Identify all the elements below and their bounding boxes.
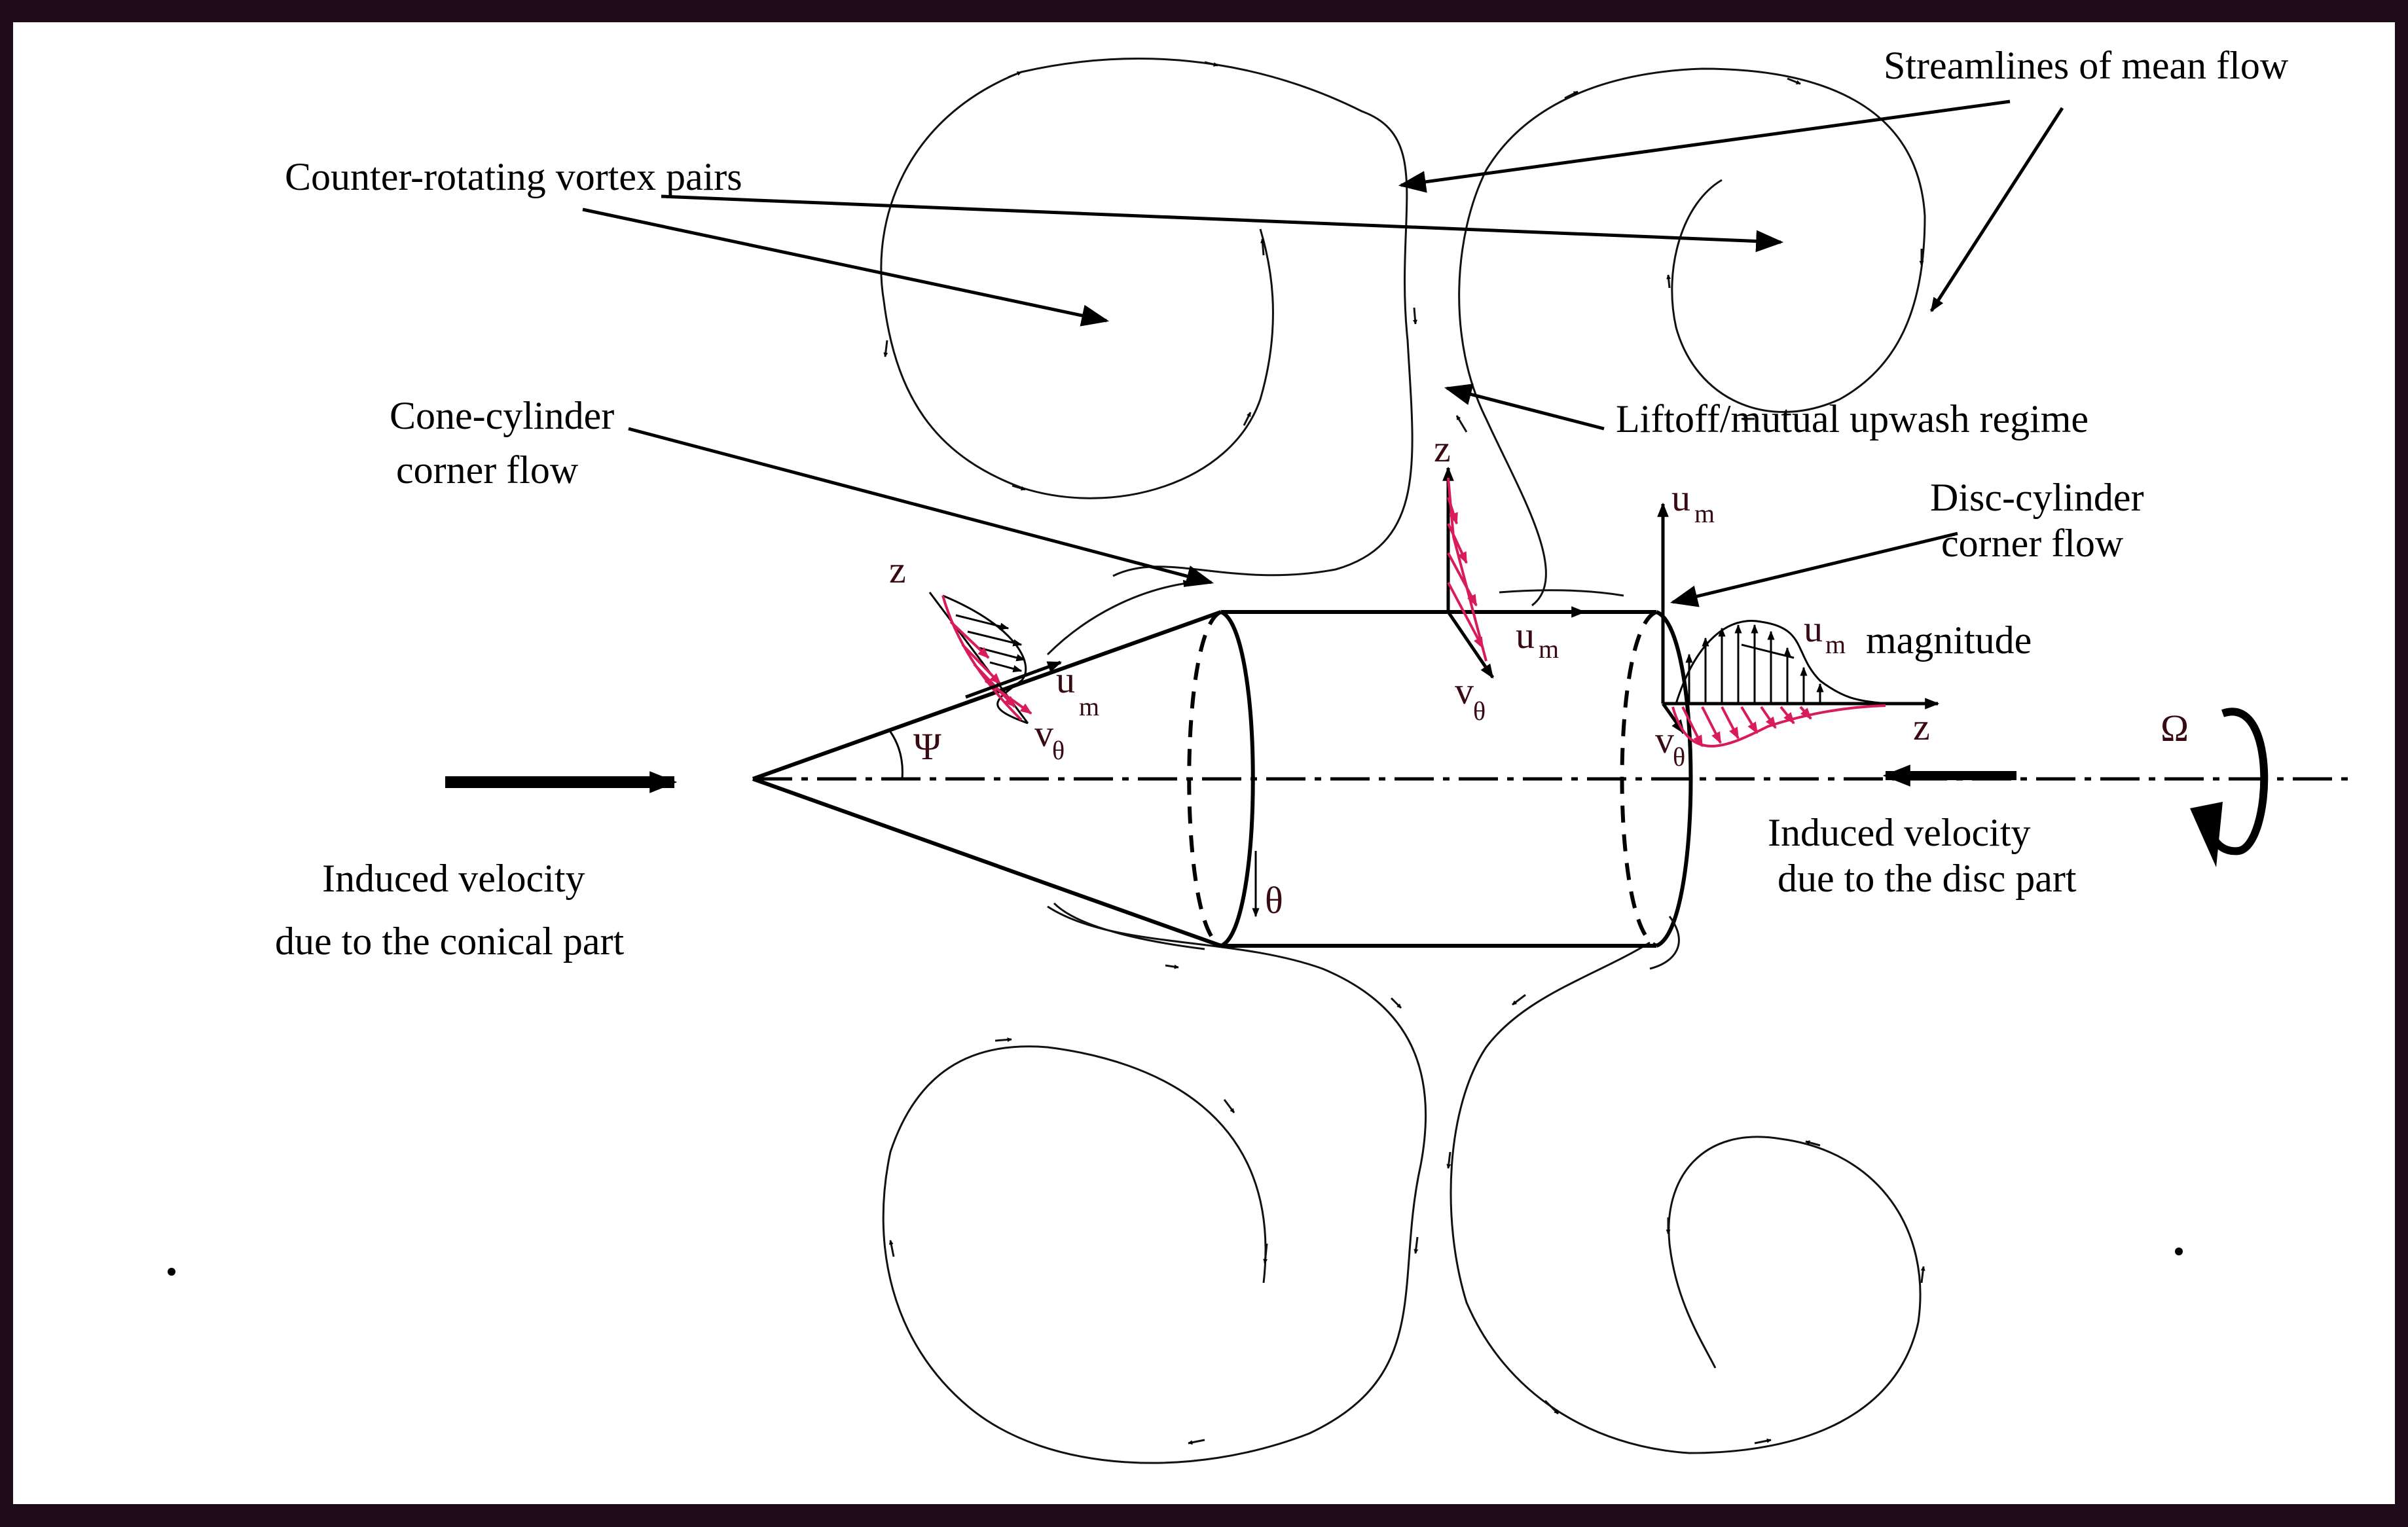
pointer-liftoff bbox=[1444, 384, 1605, 431]
symbol-m-cone: m bbox=[1079, 692, 1099, 721]
cone-cylinder-body bbox=[752, 610, 2350, 948]
rotation-arrowhead bbox=[2190, 802, 2223, 867]
lower-cone-arc bbox=[1053, 902, 1205, 950]
symbol-z-disc: z bbox=[1913, 706, 1930, 748]
pointer-um-magnitude bbox=[1741, 643, 1795, 659]
streamlines bbox=[880, 58, 1926, 1464]
pointer-cone-corner bbox=[628, 427, 1214, 587]
pointer-vortex-left bbox=[582, 207, 1110, 327]
pointer-streamlines-left bbox=[1398, 99, 2011, 193]
pointer-disc-corner bbox=[1669, 531, 1958, 607]
junction-ellipse-back bbox=[1187, 610, 1222, 948]
psi-angle-arc bbox=[889, 731, 903, 780]
cone-velocity-profile bbox=[928, 592, 1063, 725]
symbol-m-cyl: m bbox=[1539, 634, 1559, 664]
junction-ellipse-front bbox=[1220, 610, 1255, 948]
symbol-u-disc: u bbox=[1671, 476, 1690, 519]
symbol-omega: Ω bbox=[2161, 707, 2189, 749]
cyl-vtheta-axis bbox=[1446, 611, 1495, 679]
cone-lower-edge bbox=[752, 777, 1222, 948]
streamline-lower-right-outer bbox=[1450, 941, 1922, 1454]
label-cone-corner-2: corner flow bbox=[396, 448, 579, 492]
streamline-lower-left-outer bbox=[882, 905, 1427, 1464]
annotation-pointers bbox=[582, 99, 2064, 659]
symbol-psi: Ψ bbox=[913, 725, 941, 768]
upper-corner-arc bbox=[1499, 589, 1624, 597]
cylinder-velocity-profile bbox=[1442, 466, 1586, 679]
streamline-upper-left-outer bbox=[880, 58, 1414, 577]
streamline-upper-right-outer bbox=[1458, 67, 1926, 607]
dot-right bbox=[2175, 1248, 2183, 1255]
symbol-v-cone: v bbox=[1034, 712, 1053, 755]
symbol-z-cone: z bbox=[889, 548, 906, 591]
label-streamlines: Streamlines of mean flow bbox=[1884, 44, 2289, 87]
pointer-vortex-right bbox=[661, 194, 1784, 253]
symbol-theta-axis: θ bbox=[1265, 879, 1283, 922]
cone-upper-edge bbox=[752, 610, 1222, 781]
disc-ellipse-back bbox=[1620, 610, 1658, 948]
symbol-v-cyl: v bbox=[1455, 670, 1474, 712]
label-disc-corner-1: Disc-cylinder bbox=[1930, 476, 2144, 519]
cone-corner-flow-arc bbox=[1046, 580, 1193, 656]
disc-velocity-profile bbox=[1657, 502, 1940, 747]
label-liftoff: Liftoff/mutual upwash regime bbox=[1616, 397, 2089, 440]
dot-left bbox=[168, 1268, 175, 1276]
label-cone-corner-1: Cone-cylinder bbox=[390, 394, 614, 437]
label-induced-disc-2: due to the disc part bbox=[1778, 857, 2077, 900]
label-vortex-pairs: Counter-rotating vortex pairs bbox=[285, 155, 742, 198]
symbol-u-cone: u bbox=[1056, 658, 1075, 701]
figure-panel bbox=[13, 22, 2395, 1504]
label-induced-cone-1: Induced velocity bbox=[322, 857, 585, 900]
symbol-u-cyl: u bbox=[1516, 614, 1535, 656]
disc-ellipse-front bbox=[1655, 610, 1693, 948]
symbol-theta-cone: θ bbox=[1052, 736, 1065, 765]
label-um-magnitude: magnitude bbox=[1866, 619, 2032, 662]
pointer-streamlines-right bbox=[1929, 107, 2064, 312]
symbol-u-mag: u bbox=[1804, 607, 1823, 650]
label-induced-disc-1: Induced velocity bbox=[1768, 811, 2031, 854]
symbol-v-disc: v bbox=[1655, 719, 1674, 761]
symbol-theta-disc: θ bbox=[1673, 742, 1685, 772]
cone-um-arrow bbox=[965, 660, 1063, 699]
symbol-z-cyl: z bbox=[1434, 427, 1451, 470]
symbol-theta-cyl: θ bbox=[1473, 696, 1486, 726]
symbol-m-disc: m bbox=[1694, 499, 1715, 528]
lower-disc-arc bbox=[1649, 916, 1680, 970]
label-induced-cone-2: due to the conical part bbox=[275, 920, 624, 963]
symbol-m-mag: m bbox=[1825, 630, 1846, 659]
label-disc-corner-2: corner flow bbox=[1941, 522, 2124, 565]
